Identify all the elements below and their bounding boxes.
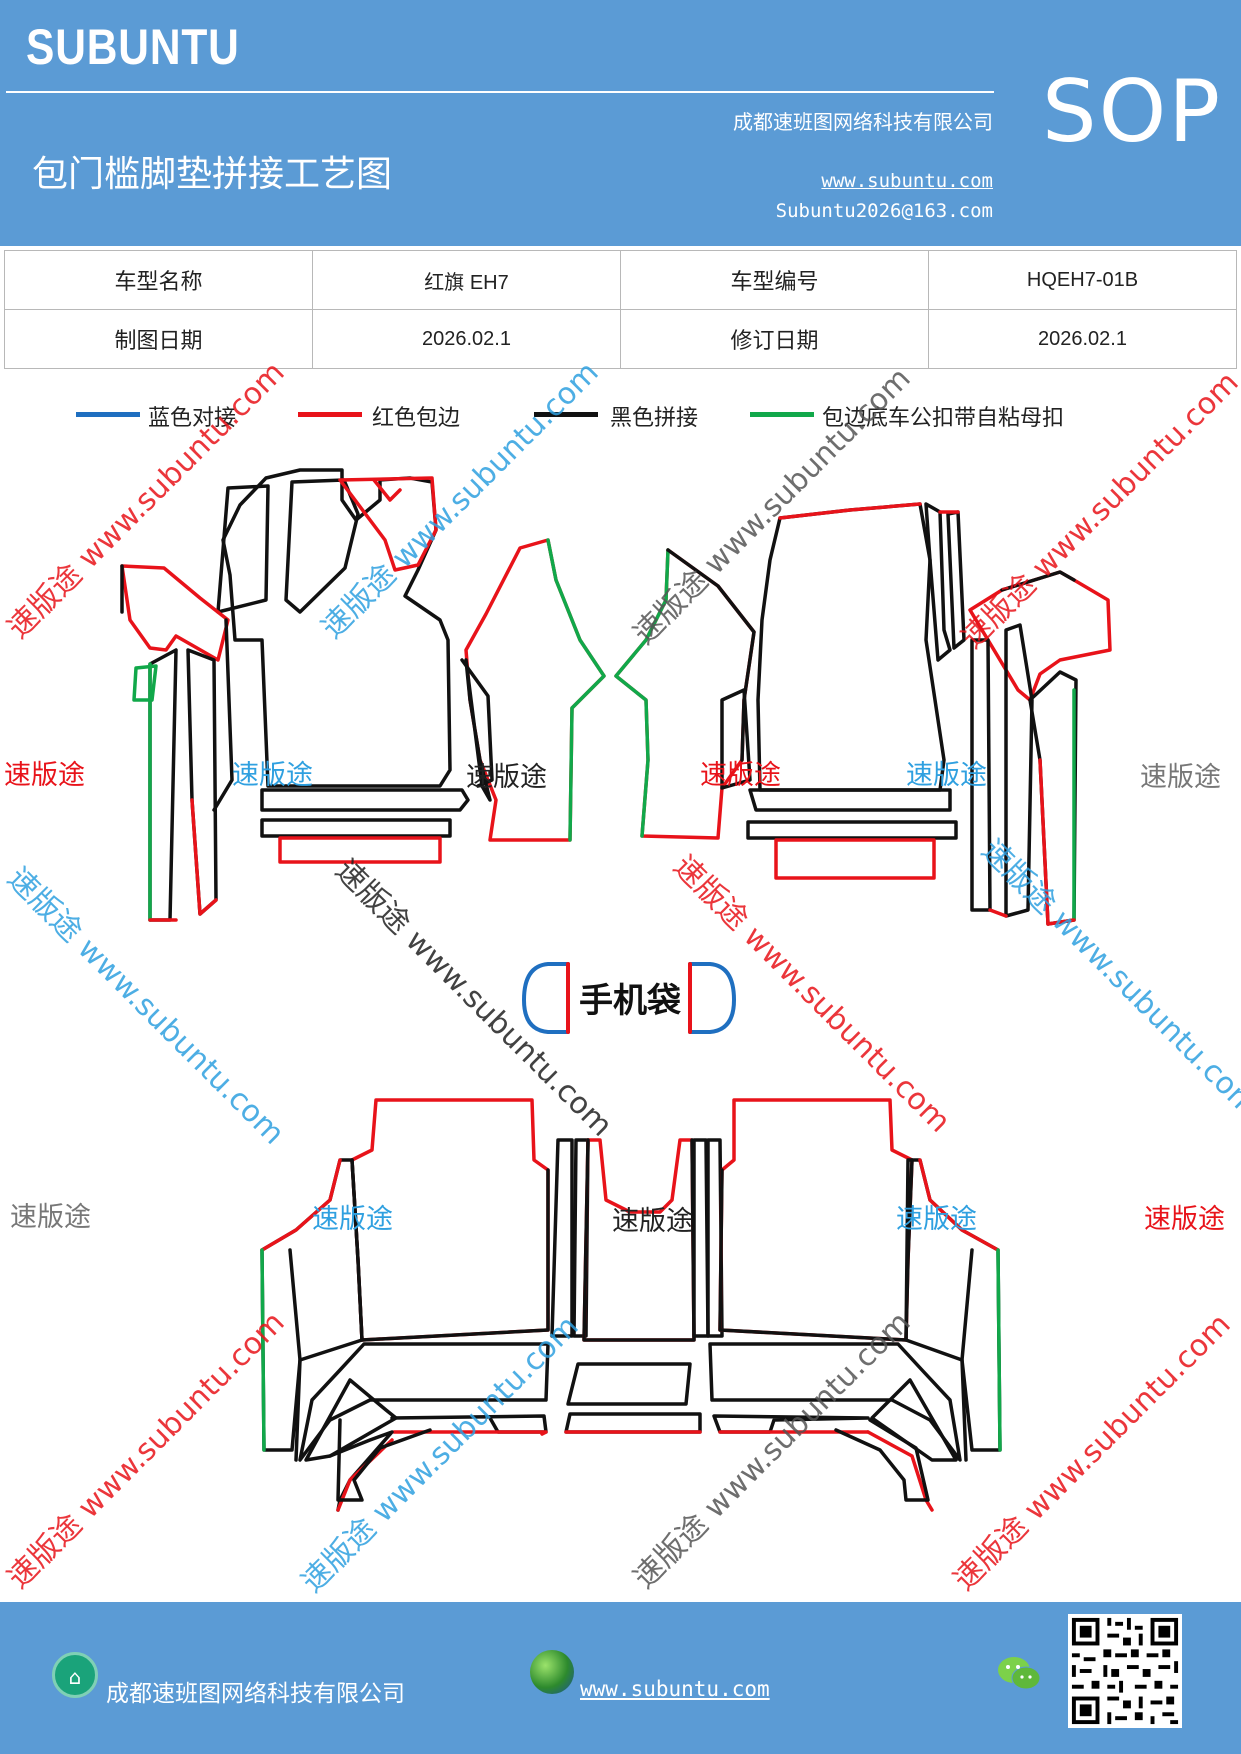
legend-label-black: 黑色拼接 (610, 406, 699, 431)
legend-swatch-red (298, 412, 362, 417)
phone-bag-diagram (522, 962, 736, 1034)
model-name-label: 车型名称 (4, 250, 313, 310)
front-right-side-panel (614, 548, 756, 840)
globe-icon (530, 1650, 574, 1694)
watermark-text: 速版途 (1140, 762, 1221, 793)
watermark-url: 速版途 www.subuntu.com (947, 1307, 1238, 1598)
color-legend: 蓝色对接 红色包边 黑色拼接 包边底车公扣带自粘母扣 (0, 398, 1241, 438)
watermark-text: 速版途 (232, 760, 313, 791)
watermark-text: 速版途 (4, 760, 85, 791)
header-divider (6, 91, 994, 93)
legend-label-green: 包边底车公扣带自粘母扣 (822, 406, 1065, 431)
watermark-url: 速版途 www.subuntu.com (974, 833, 1241, 1124)
email-address: Subuntu2026@163.com (775, 200, 993, 222)
legend-swatch-blue (76, 412, 140, 417)
vehicle-info-table: 车型名称 红旗 EH7 车型编号 HQEH7-01B 制图日期 2026.02.… (4, 250, 1237, 369)
front-left-side-panel (460, 538, 606, 842)
watermark-text: 速版途 (896, 1204, 977, 1235)
page-title: 包门槛脚垫拼接工艺图 (32, 154, 393, 195)
footer-company-name: 成都速班图网络科技有限公司 (106, 1681, 405, 1707)
front-right-mat (746, 502, 1112, 926)
watermark-text: 速版途 (466, 762, 547, 793)
sop-badge: SOP (1042, 62, 1223, 162)
phone-bag-label: 手机袋 (579, 981, 681, 1021)
legend-swatch-black (534, 412, 598, 417)
table-row: 制图日期 2026.02.1 修订日期 2026.02.1 (4, 309, 1237, 369)
watermark-url: 速版途 www.subuntu.com (955, 365, 1241, 656)
footer-website-link[interactable]: www.subuntu.com (580, 1677, 770, 1701)
wechat-icon[interactable] (996, 1654, 1042, 1694)
legend-label-blue: 蓝色对接 (148, 406, 237, 431)
watermark-text: 速版途 (10, 1202, 91, 1233)
brand-logo: SUBUNTU (26, 19, 240, 75)
watermark-text: 速版途 (906, 760, 987, 791)
footer-banner: ⌂ 成都速班图网络科技有限公司 www.subuntu.com (0, 1602, 1241, 1754)
watermark-text: 速版途 (700, 760, 781, 791)
legend-swatch-green (750, 412, 814, 417)
mat-splicing-diagram: 手机袋 (0, 360, 1241, 1600)
model-name-value: 红旗 EH7 (312, 250, 621, 310)
legend-label-red: 红色包边 (372, 406, 461, 431)
table-row: 车型名称 红旗 EH7 车型编号 HQEH7-01B (4, 250, 1237, 310)
watermark-url: 速版途 www.subuntu.com (0, 861, 291, 1152)
watermark-url: 速版途 www.subuntu.com (1, 1305, 292, 1596)
model-code-value: HQEH7-01B (928, 250, 1237, 310)
drawing-date-label: 制图日期 (4, 309, 313, 369)
front-left-mat (120, 468, 470, 922)
watermark-url: 速版途 www.subuntu.com (627, 1305, 918, 1596)
watermark-url: 速版途 www.subuntu.com (666, 849, 957, 1140)
model-code-label: 车型编号 (620, 250, 929, 310)
watermark-text: 速版途 (1144, 1204, 1225, 1235)
qr-code (1068, 1614, 1182, 1728)
revision-date-value: 2026.02.1 (928, 309, 1237, 369)
drawing-date-value: 2026.02.1 (312, 309, 621, 369)
company-name: 成都速班图网络科技有限公司 (733, 110, 993, 134)
home-icon: ⌂ (52, 1652, 98, 1698)
website-link[interactable]: www.subuntu.com (821, 170, 993, 192)
rear-mat (260, 1098, 1002, 1512)
watermark-text: 速版途 (312, 1204, 393, 1235)
header-banner: SUBUNTU 成都速班图网络科技有限公司 包门槛脚垫拼接工艺图 www.sub… (0, 0, 1241, 246)
watermark-text: 速版途 (612, 1206, 693, 1237)
